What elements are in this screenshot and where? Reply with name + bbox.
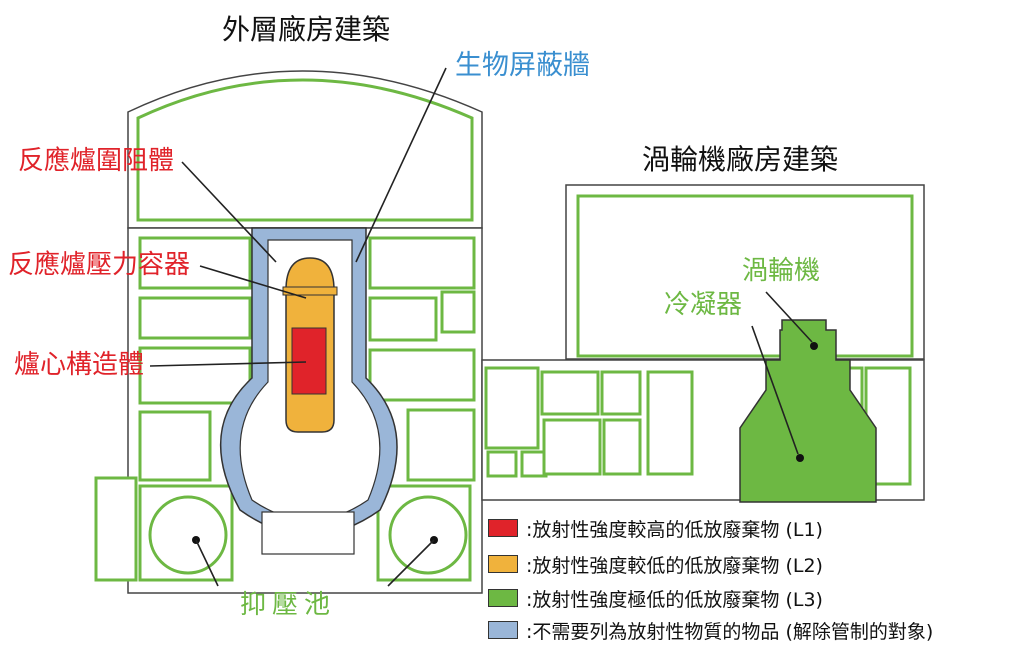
leader-bio-shield [355,67,447,263]
room [368,348,476,402]
room [138,410,212,482]
room [600,370,642,416]
turbine-condenser [739,319,877,503]
label-condenser: 冷凝器 [664,290,743,320]
room [484,366,540,450]
label-turbine-building: 渦輪機廠房建築 [642,143,839,176]
condenser-dot [796,454,804,462]
leader-rpv-barrier [181,161,277,263]
label-suppression-pool: 抑壓池 [240,590,337,620]
leader-core [149,361,307,367]
label-rpv-barrier: 反應爐圍阻體 [18,146,175,176]
room [646,370,694,476]
label-turbine: 渦輪機 [742,256,821,286]
suppression-pool-right [388,495,468,575]
room [520,450,548,478]
core-structure [291,327,327,395]
room [368,236,476,290]
room [138,236,252,290]
room [406,408,476,482]
room [368,296,438,342]
pedestal [261,511,355,555]
legend-label: :不需要列為放射性物質的物品 (解除管制的對象) [526,620,934,643]
reactor-building-roof-inner [136,78,474,222]
legend-label: :放射性強度極低的低放廢棄物 (L3) [526,588,823,611]
room [138,296,252,340]
legend-label: :放射性強度較低的低放廢棄物 (L2) [526,554,823,577]
room [602,418,642,476]
label-rpv: 反應爐壓力容器 [8,250,191,280]
legend-swatch [488,519,518,537]
legend-item-l1: :放射性強度較高的低放廢棄物 (L1) [488,516,823,541]
legend-item-l2: :放射性強度較低的低放廢棄物 (L2) [488,552,823,577]
label-core: 爐心構造體 [14,350,145,380]
legend-swatch [488,621,518,639]
leader-pool-left [195,539,219,587]
room [138,346,252,405]
leader-turbine [765,291,813,343]
room [94,476,138,582]
room [540,370,600,416]
legend-label: :放射性強度較高的低放廢棄物 (L1) [526,518,823,541]
legend-item-l3: :放射性強度極低的低放廢棄物 (L3) [488,586,823,611]
room [486,450,518,478]
room [440,290,476,334]
legend-item-clearance: :不需要列為放射性物質的物品 (解除管制的對象) [488,618,934,643]
leader-condenser [751,325,799,455]
legend-swatch [488,555,518,573]
label-outer-building: 外層廠房建築 [222,13,391,46]
room [542,418,602,476]
legend-swatch [488,589,518,607]
leader-pool-right [387,539,435,587]
turbine-hall [576,194,914,358]
suppression-pool-left [148,495,228,575]
turbine-dot [810,342,818,350]
leader-rpv [199,265,307,299]
label-bio-shield: 生物屏蔽牆 [455,50,590,81]
